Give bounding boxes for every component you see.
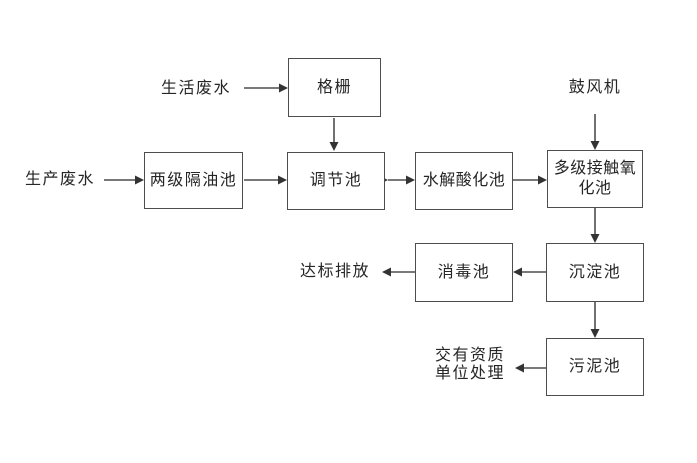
arrow-sedimentation-to-disinfection [513, 267, 546, 277]
node-oxidation-tank-label-line2: 化池 [578, 180, 612, 197]
node-disinfection-tank-label: 消毒池 [437, 263, 491, 281]
node-sludge-tank-label: 污泥池 [568, 358, 622, 375]
arrow-oxidation-to-sedimentation [590, 208, 600, 243]
node-oil-separator-label: 两级隔油池 [149, 171, 238, 189]
node-hydrolysis-tank: 水解酸化池 [415, 152, 513, 210]
node-oxidation-tank: 多级接触氧 化池 [547, 150, 643, 208]
node-grid-label: 格栅 [316, 78, 352, 96]
node-sedimentation-tank-label: 沉淀池 [568, 263, 622, 281]
label-qualified-disposal-line2: 单位处理 [434, 365, 505, 382]
node-oxidation-tank-label-line1: 多级接触氧 [553, 160, 637, 177]
node-sludge-tank: 污泥池 [546, 338, 644, 396]
label-domestic-wastewater: 生活废水 [160, 80, 231, 97]
label-qualified-disposal: 交有资质 单位处理 [433, 347, 507, 383]
arrow-production-to-oil-separator [104, 175, 144, 185]
arrow-hydrolysis-to-oxidation [513, 175, 547, 185]
arrow-oil-separator-to-regulating [244, 175, 287, 185]
node-regulating-tank: 调节池 [287, 152, 385, 210]
arrow-domestic-to-grid [244, 83, 288, 93]
node-regulating-tank-label: 调节池 [309, 172, 363, 189]
arrow-blower-to-oxidation [590, 114, 600, 150]
label-production-wastewater: 生产废水 [24, 171, 95, 188]
label-blower: 鼓风机 [568, 79, 622, 96]
label-qualified-disposal-line1: 交有资质 [434, 347, 505, 364]
label-discharge: 达标排放 [299, 263, 370, 280]
arrow-grid-to-regulating [329, 118, 339, 151]
node-disinfection-tank: 消毒池 [415, 243, 513, 302]
arrow-sedimentation-to-sludge [590, 302, 600, 338]
arrow-disinfection-to-discharge [382, 267, 415, 277]
node-hydrolysis-tank-label: 水解酸化池 [422, 172, 506, 189]
node-sedimentation-tank: 沉淀池 [546, 243, 644, 302]
node-oil-separator: 两级隔油池 [144, 152, 243, 209]
arrow-sludge-to-qualified-disposal [515, 363, 546, 373]
node-grid: 格栅 [288, 58, 381, 117]
